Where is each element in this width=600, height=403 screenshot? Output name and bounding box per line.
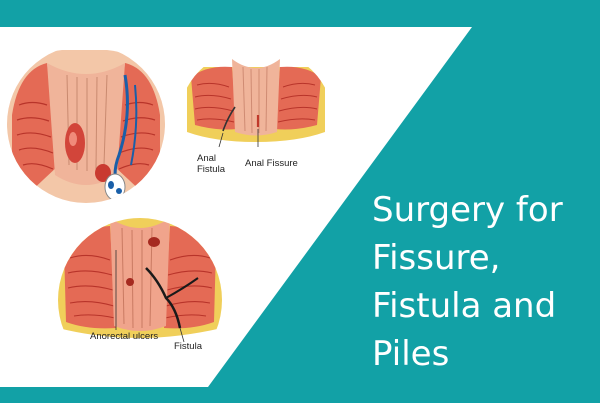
fissure-fistula-illustration — [177, 47, 335, 205]
anorectal-ulcers-fistula-illustration — [58, 218, 222, 382]
headline-line-3: Fistula and — [372, 286, 557, 326]
headline-line-1: Surgery for — [372, 190, 563, 230]
anorectal-ulcers-label: Anorectal ulcers — [90, 331, 159, 342]
fistula-label: Fistula — [174, 341, 202, 352]
anal-fissure-label: Anal Fissure — [245, 158, 298, 169]
anal-fistula-label: Anal Fistula — [197, 153, 225, 175]
page-headline: Surgery for Fissure, Fistula and Piles — [372, 186, 600, 378]
headline-line-4: Piles — [372, 334, 450, 374]
headline-line-2: Fissure, — [372, 238, 501, 278]
piles-illustration — [7, 45, 165, 203]
